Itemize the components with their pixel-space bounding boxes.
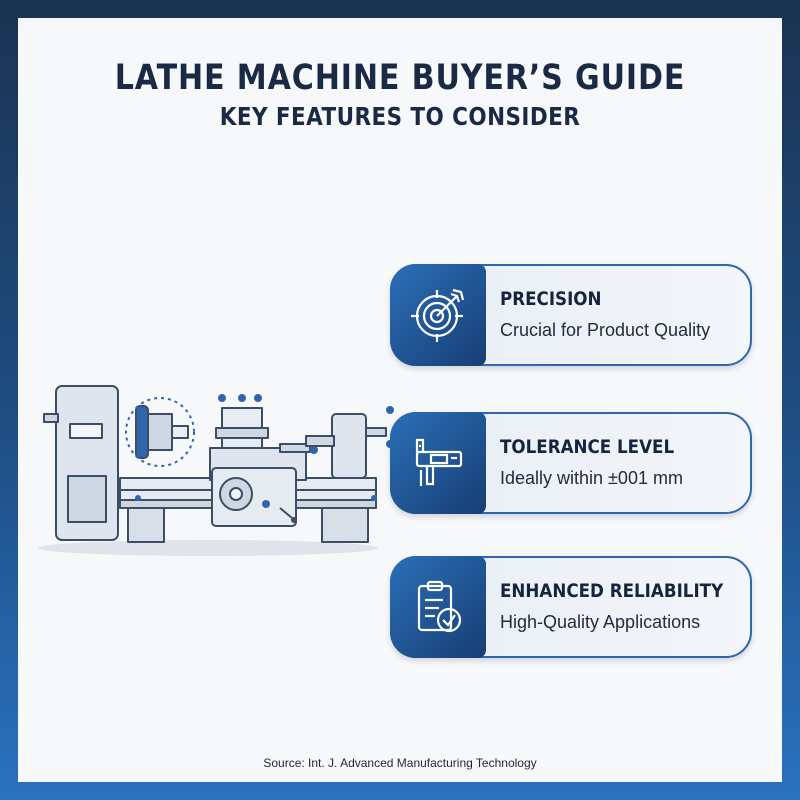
feature-description: Ideally within ±001 mm bbox=[500, 468, 683, 488]
infographic-panel: LATHE MACHINE BUYER’S GUIDE KEY FEATURES… bbox=[18, 18, 782, 782]
feature-card-precision: PRECISION Crucial for Product Quality bbox=[390, 264, 752, 366]
feature-card-reliability: ENHANCED RELIABILITY High-Quality Applic… bbox=[390, 556, 752, 658]
page-title: LATHE MACHINE BUYER’S GUIDE bbox=[114, 58, 686, 98]
target-icon bbox=[390, 264, 486, 366]
source-citation: Source: Int. J. Advanced Manufacturing T… bbox=[263, 756, 537, 770]
feature-description: High-Quality Applications bbox=[500, 612, 701, 632]
feature-title: PRECISION bbox=[500, 288, 602, 310]
page-subtitle: KEY FEATURES TO CONSIDER bbox=[219, 102, 581, 131]
feature-title: TOLERANCE LEVEL bbox=[500, 436, 675, 458]
clipboard-check-icon bbox=[390, 556, 486, 658]
feature-description: Crucial for Product Quality bbox=[500, 320, 711, 340]
feature-title: ENHANCED RELIABILITY bbox=[500, 580, 724, 602]
caliper-icon bbox=[390, 412, 486, 514]
lathe-machine-illustration bbox=[38, 385, 394, 556]
feature-card-tolerance: TOLERANCE LEVEL Ideally within ±001 mm bbox=[390, 412, 752, 514]
